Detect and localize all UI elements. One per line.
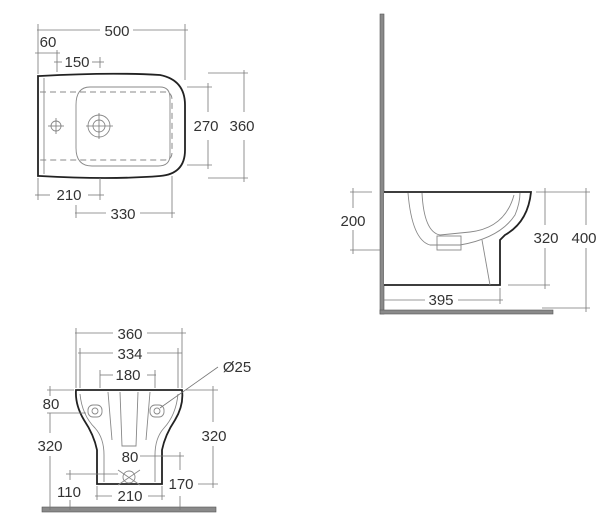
dim-foot-width: 210	[117, 488, 142, 505]
tap-hole-icon	[48, 118, 64, 134]
dim-right-height: 320	[201, 428, 226, 445]
pedestal-line	[481, 239, 491, 286]
drawing-stroke	[153, 407, 161, 415]
side-view: 200 320 400 395	[340, 13, 597, 315]
waste-outlet	[436, 235, 462, 251]
dim-tap-height: 200	[340, 213, 365, 230]
dim-bowl-width: 270	[193, 118, 218, 135]
dim-drain-to-front: 330	[110, 206, 135, 223]
dim-front-overall-width: 360	[117, 326, 142, 343]
dim-tap-to-drain: 150	[64, 54, 89, 71]
dim-rim-inner-width: 334	[117, 346, 142, 363]
drain-icon	[86, 113, 113, 139]
front-floor	[41, 506, 217, 513]
dim-overall-width: 360	[229, 118, 254, 135]
dim-overall-length: 500	[104, 23, 129, 40]
bowl-inner	[421, 192, 515, 236]
dim-waste-height-right: 170	[168, 476, 193, 493]
waste-outlet-icon	[117, 469, 141, 486]
drawing-stroke	[117, 469, 141, 486]
dim-projection: 395	[428, 292, 453, 309]
bowl-section	[407, 192, 521, 246]
dim-waste-diameter: 80	[122, 449, 139, 466]
right-inner-wall	[154, 393, 179, 482]
wall	[379, 13, 385, 315]
drawing-stroke	[87, 404, 103, 418]
inner-channels	[107, 391, 151, 447]
rim-hidden-line	[40, 91, 173, 161]
floor	[379, 309, 554, 315]
dim-waste-height-left: 110	[57, 484, 81, 501]
drawing-stroke	[91, 407, 99, 415]
dim-fixing-centres: 180	[115, 367, 140, 384]
dim-left-height: 320	[37, 438, 62, 455]
drawing-stroke	[149, 404, 165, 418]
bowl-outline	[75, 86, 171, 167]
leader-line	[159, 366, 219, 409]
dim-rim-height: 320	[533, 230, 558, 247]
dim-rear-offset: 60	[40, 34, 57, 51]
top-view: 500 60 150 270 360 210 330	[35, 23, 255, 223]
side-view-outline	[384, 191, 532, 286]
fixing-hole-left-icon	[87, 404, 103, 418]
dim-rear-to-drain: 210	[56, 187, 81, 204]
dim-fixing-hole-diameter: Ø25	[223, 359, 251, 376]
dim-overall-height: 400	[571, 230, 596, 247]
front-view-outline	[75, 389, 184, 485]
front-view: 360 334 180 Ø25 80 320 320 80 110 210	[37, 326, 251, 513]
drawing-stroke	[122, 470, 136, 484]
left-inner-wall	[79, 393, 105, 482]
dim-fixing-height: 80	[43, 396, 60, 413]
fixing-hole-right-icon	[149, 404, 165, 418]
